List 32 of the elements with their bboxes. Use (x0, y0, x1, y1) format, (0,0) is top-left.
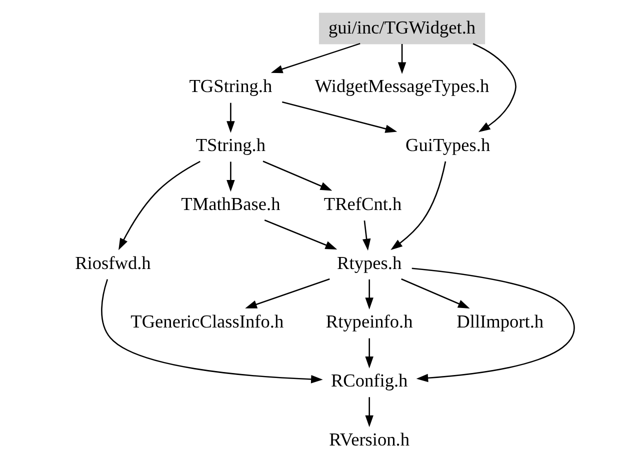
node-box: gui/inc/TGWidget.h (318, 12, 485, 44)
arrow (364, 279, 373, 310)
node-text: WidgetMessageTypes.h (314, 76, 489, 96)
arrow (244, 278, 330, 308)
node-text: Rtypeinfo.h (325, 312, 412, 332)
node-text: TMathBase.h (180, 194, 280, 214)
node-text: Riosfwd.h (74, 252, 150, 273)
arrow (226, 102, 234, 133)
arrow (270, 42, 360, 74)
arrow (364, 397, 373, 428)
node-text: TRefCnt.h (323, 194, 402, 214)
node-text: RVersion.h (328, 429, 410, 450)
node-text: TString.h (195, 135, 266, 156)
arrow (390, 161, 446, 250)
node-text: DllImport.h (456, 312, 544, 332)
arrow (281, 101, 397, 133)
arrow (411, 268, 574, 382)
node-text: GuiTypes.h (405, 135, 490, 156)
arrow (364, 338, 373, 368)
arrow (226, 162, 234, 192)
arrow (118, 160, 200, 250)
arrow (264, 220, 337, 250)
node-text: Rtypes.h (336, 252, 402, 273)
node-text: TGenericClassInfo.h (130, 312, 284, 332)
node-text: TGString.h (188, 76, 272, 96)
arrow (262, 160, 332, 191)
arrow (472, 43, 516, 132)
arrow (397, 44, 406, 74)
node-text: RConfig.h (330, 370, 408, 390)
arrow (400, 278, 470, 308)
arrow (100, 279, 322, 384)
arrow (362, 220, 370, 251)
